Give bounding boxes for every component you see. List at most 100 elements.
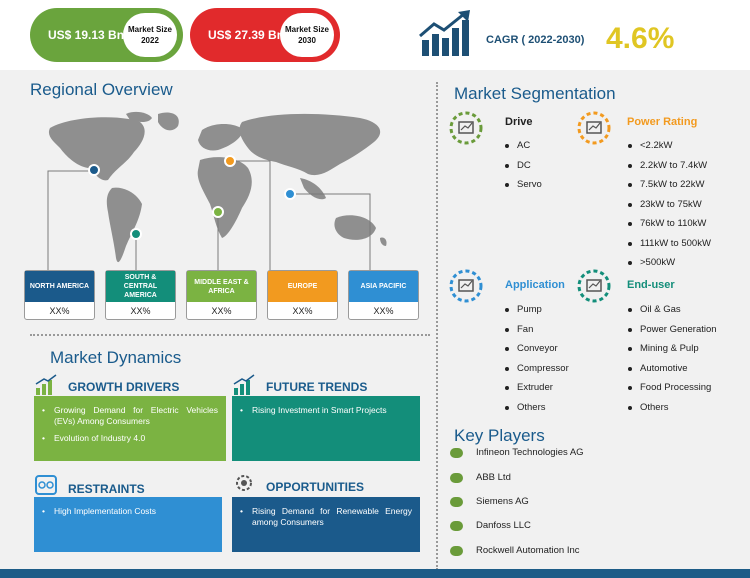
market-size-2022-pill: US$ 19.13 Bn Market Size 2022 [30,8,183,62]
region-share: XX% [373,306,394,316]
end-user-segment-icon [577,269,611,303]
player-name: Siemens AG [476,496,529,507]
opportunity-item: Rising Demand for Renewable Energy among… [240,506,412,528]
regional-overview-title: Regional Overview [30,80,173,99]
list-item: Power Generation [628,320,717,340]
future-trend-item: Rising Investment in Smart Projects [240,405,412,416]
region-name: NORTH AMERICA [25,271,94,302]
player-bullet [450,497,463,507]
opportunities-icon [236,475,252,491]
player-bullet [450,448,463,458]
opportunities-heading: OPPORTUNITIES [266,480,365,494]
horizontal-divider [30,334,430,336]
region-card-north-america: NORTH AMERICA XX% [24,270,95,320]
application-segment-icon [449,269,483,303]
growth-chart-icon [419,10,470,56]
region-share: XX% [130,306,151,316]
asia-pacific-marker [284,188,296,200]
key-players-title: Key Players [454,426,545,445]
list-item: >500kW [628,253,711,273]
world-map [47,111,387,276]
growth-driver-item: Growing Demand for Electric Vehicles (EV… [42,405,218,427]
list-item: Fan [505,320,569,340]
future-trends-icon [233,374,255,395]
restraints-heading: RESTRAINTS [68,482,145,496]
market-dynamics-title: Market Dynamics [50,348,182,367]
player-bullet [450,546,463,556]
cagr-label: CAGR ( 2022-2030) [486,34,585,46]
growth-drivers-icon [35,374,57,395]
south-central-america-marker [130,228,142,240]
list-item: Conveyor [505,339,569,359]
list-item: Mining & Pulp [628,339,717,359]
market-size-2022-value: US$ 19.13 Bn [48,28,125,42]
list-item: Pump [505,300,569,320]
list-item: Compressor [505,359,569,379]
region-name: EUROPE [268,271,337,302]
future-trends-box: Rising Investment in Smart Projects [232,397,420,461]
player-name: Rockwell Automation Inc [476,545,580,556]
list-item: 111kW to 500kW [628,234,711,254]
market-size-2030-pill: US$ 27.39 Bn Market Size 2030 [190,8,340,62]
market-size-2030-label: Market Size 2030 [280,13,334,57]
europe-marker [224,155,236,167]
player-bullet [450,473,463,483]
player-name: Infineon Technologies AG [476,447,584,458]
header-band: US$ 19.13 Bn Market Size 2022 US$ 27.39 … [0,0,750,70]
segment-end-user-heading: End-user [627,279,675,291]
list-item: 23kW to 75kW [628,195,711,215]
segment-end-user-list: Oil & Gas Power Generation Mining & Pulp… [628,300,717,417]
middle-east-africa-marker [212,206,224,218]
future-trends-heading: FUTURE TRENDS [266,380,368,394]
list-item: <2.2kW [628,136,711,156]
list-item: Oil & Gas [628,300,717,320]
segment-power-rating-list: <2.2kW 2.2kW to 7.4kW 7.5kW to 22kW 23kW… [628,136,711,273]
market-size-2022-label: Market Size 2022 [123,13,177,57]
restraint-item: High Implementation Costs [42,506,214,517]
opportunities-box: Rising Demand for Renewable Energy among… [232,498,420,552]
market-size-2030-value: US$ 27.39 Bn [208,28,285,42]
restraints-box: High Implementation Costs [34,498,222,552]
region-share: XX% [292,306,313,316]
segment-power-rating-heading: Power Rating [627,116,698,128]
segment-application-list: Pump Fan Conveyor Compressor Extruder Ot… [505,300,569,417]
segment-application-heading: Application [505,279,565,291]
region-share: XX% [211,306,232,316]
list-item: 76kW to 110kW [628,214,711,234]
region-share: XX% [49,306,70,316]
region-card-europe: EUROPE XX% [267,270,338,320]
list-item: 2.2kW to 7.4kW [628,156,711,176]
region-card-middle-east-africa: MIDDLE EAST & AFRICA XX% [186,270,257,320]
growth-drivers-heading: GROWTH DRIVERS [68,380,180,394]
region-card-south-central-america: SOUTH & CENTRAL AMERICA XX% [105,270,176,320]
list-item: Others [628,398,717,418]
player-bullet [450,521,463,531]
growth-drivers-box: Growing Demand for Electric Vehicles (EV… [34,397,226,461]
segment-drive-list: AC DC Servo [505,136,542,195]
growth-driver-item: Evolution of Industry 4.0 [42,433,218,444]
region-name: ASIA PACIFIC [349,271,418,302]
footer-band [0,569,750,578]
region-name: SOUTH & CENTRAL AMERICA [106,271,175,302]
player-name: Danfoss LLC [476,520,531,531]
north-america-marker [88,164,100,176]
restraints-icon [35,475,57,495]
list-item: Servo [505,175,542,195]
list-item: DC [505,156,542,176]
region-name: MIDDLE EAST & AFRICA [187,271,256,302]
region-card-asia-pacific: ASIA PACIFIC XX% [348,270,419,320]
cagr-value: 4.6% [606,22,675,55]
market-segmentation-title: Market Segmentation [454,84,616,103]
vertical-divider [436,82,438,570]
segment-drive-heading: Drive [505,116,533,128]
player-name: ABB Ltd [476,472,511,483]
list-item: Others [505,398,569,418]
list-item: Automotive [628,359,717,379]
drive-segment-icon [449,111,483,145]
list-item: Food Processing [628,378,717,398]
list-item: 7.5kW to 22kW [628,175,711,195]
list-item: Extruder [505,378,569,398]
list-item: AC [505,136,542,156]
power-rating-segment-icon [577,111,611,145]
